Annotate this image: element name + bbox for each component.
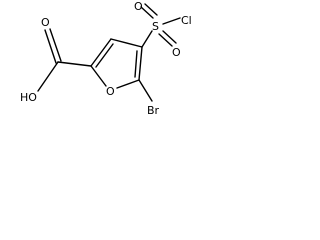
bond-ring-o-c2 (90, 65, 107, 87)
atom-label-chlorine: Cl (181, 14, 192, 27)
bond-carboxyl-c-ring-c2 (57, 61, 92, 67)
atom-label-carbonyl-oxygen: O (41, 16, 50, 29)
atom-label-bromine: Br (147, 104, 160, 117)
bond-c5-br (138, 79, 153, 102)
atom-label-sulfonyl-oxygen-lower: O (172, 46, 181, 59)
bond-ring-c2-c3-outer (90, 38, 112, 67)
bond-s-o-upper-b (144, 3, 158, 16)
atom-label-sulfonyl-oxygen-upper: O (134, 0, 143, 13)
chemical-structure-diagram: HO O O S Cl O O Br (20, 0, 192, 117)
bond-ring-c4-c5-inner (134, 50, 138, 78)
atom-label-ring-oxygen: O (106, 85, 115, 98)
bond-s-o-lower-b (162, 30, 177, 44)
bond-ring-c5-o (116, 79, 140, 89)
bond-ring-c4-c5-outer (138, 46, 143, 81)
bond-s-o-lower-a (158, 33, 173, 47)
bond-s-o-upper-a (140, 6, 154, 19)
bond-s-cl (162, 17, 181, 25)
bond-ring-c3-c4 (110, 38, 143, 48)
bond-ring-c2-c3-inner (95, 43, 114, 68)
bond-carboxyl-c-o-double-a (44, 29, 57, 64)
atom-label-sulfur: S (152, 20, 159, 33)
bond-c4-s (141, 30, 153, 48)
bond-carboxyl-c-oh (37, 61, 59, 92)
bond-carboxyl-c-o-double-b (49, 28, 62, 62)
atom-label-hydroxyl: HO (20, 91, 37, 104)
